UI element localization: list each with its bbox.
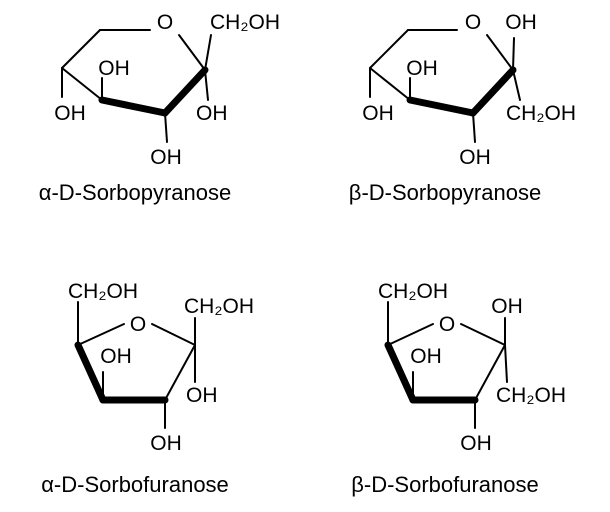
- c2-top-group-label: CH₂OH: [210, 11, 280, 34]
- c2-top-group-label: OH: [491, 295, 523, 318]
- c3-oh-label: OH: [150, 146, 182, 169]
- pyranose-ring: [369, 29, 517, 117]
- c4-oh-label: OH: [410, 345, 442, 368]
- c5-group-label: CH₂OH: [68, 280, 138, 303]
- c2-top-group-label: CH₂OH: [184, 295, 254, 318]
- ring-oxygen-label: O: [465, 11, 481, 34]
- pyranose-ring: [61, 29, 209, 117]
- c2-right-group-label: OH: [186, 384, 218, 407]
- furanose-ring: [384, 323, 506, 404]
- ring-oxygen-label: O: [157, 11, 173, 34]
- molecule-alpha-sorbofuranose: O CH₂OH CH₂OH OH OH OH α-D-Sorbofuranose: [41, 280, 254, 497]
- c3-oh-label: OH: [459, 146, 491, 169]
- c4-oh-label: OH: [406, 57, 438, 80]
- c2-right-group-label: CH₂OH: [506, 102, 576, 125]
- substituent-bonds: [369, 37, 521, 143]
- c3-oh-label: OH: [150, 432, 182, 455]
- substituent-bonds: [387, 301, 508, 429]
- c5-oh-label: OH: [54, 102, 86, 125]
- c4-oh-label: OH: [98, 57, 130, 80]
- molecule-caption: α-D-Sorbopyranose: [39, 180, 231, 205]
- c2-right-group-label: OH: [196, 102, 228, 125]
- substituent-bonds: [77, 301, 196, 429]
- molecule-beta-sorbofuranose: O CH₂OH OH CH₂OH OH OH β-D-Sorbofuranose: [351, 280, 566, 497]
- c3-oh-label: OH: [460, 432, 492, 455]
- c5-group-label: CH₂OH: [378, 280, 448, 303]
- c2-top-group-label: OH: [505, 11, 537, 34]
- molecule-caption: β-D-Sorbofuranose: [351, 472, 539, 497]
- c4-oh-label: OH: [100, 345, 132, 368]
- c2-right-group-label: CH₂OH: [496, 384, 566, 407]
- substituent-bonds: [61, 34, 212, 143]
- furanose-ring: [74, 323, 196, 404]
- ring-oxygen-label: O: [130, 313, 146, 336]
- ring-oxygen-label: O: [439, 313, 455, 336]
- molecule-alpha-sorbopyranose: O CH₂OH OH OH OH OH α-D-Sorbopyranose: [39, 11, 280, 205]
- molecule-beta-sorbopyranose: O OH CH₂OH OH OH OH β-D-Sorbopyranose: [349, 11, 576, 205]
- c5-oh-label: OH: [362, 102, 394, 125]
- molecule-caption: α-D-Sorbofuranose: [41, 472, 229, 497]
- molecule-caption: β-D-Sorbopyranose: [349, 180, 541, 205]
